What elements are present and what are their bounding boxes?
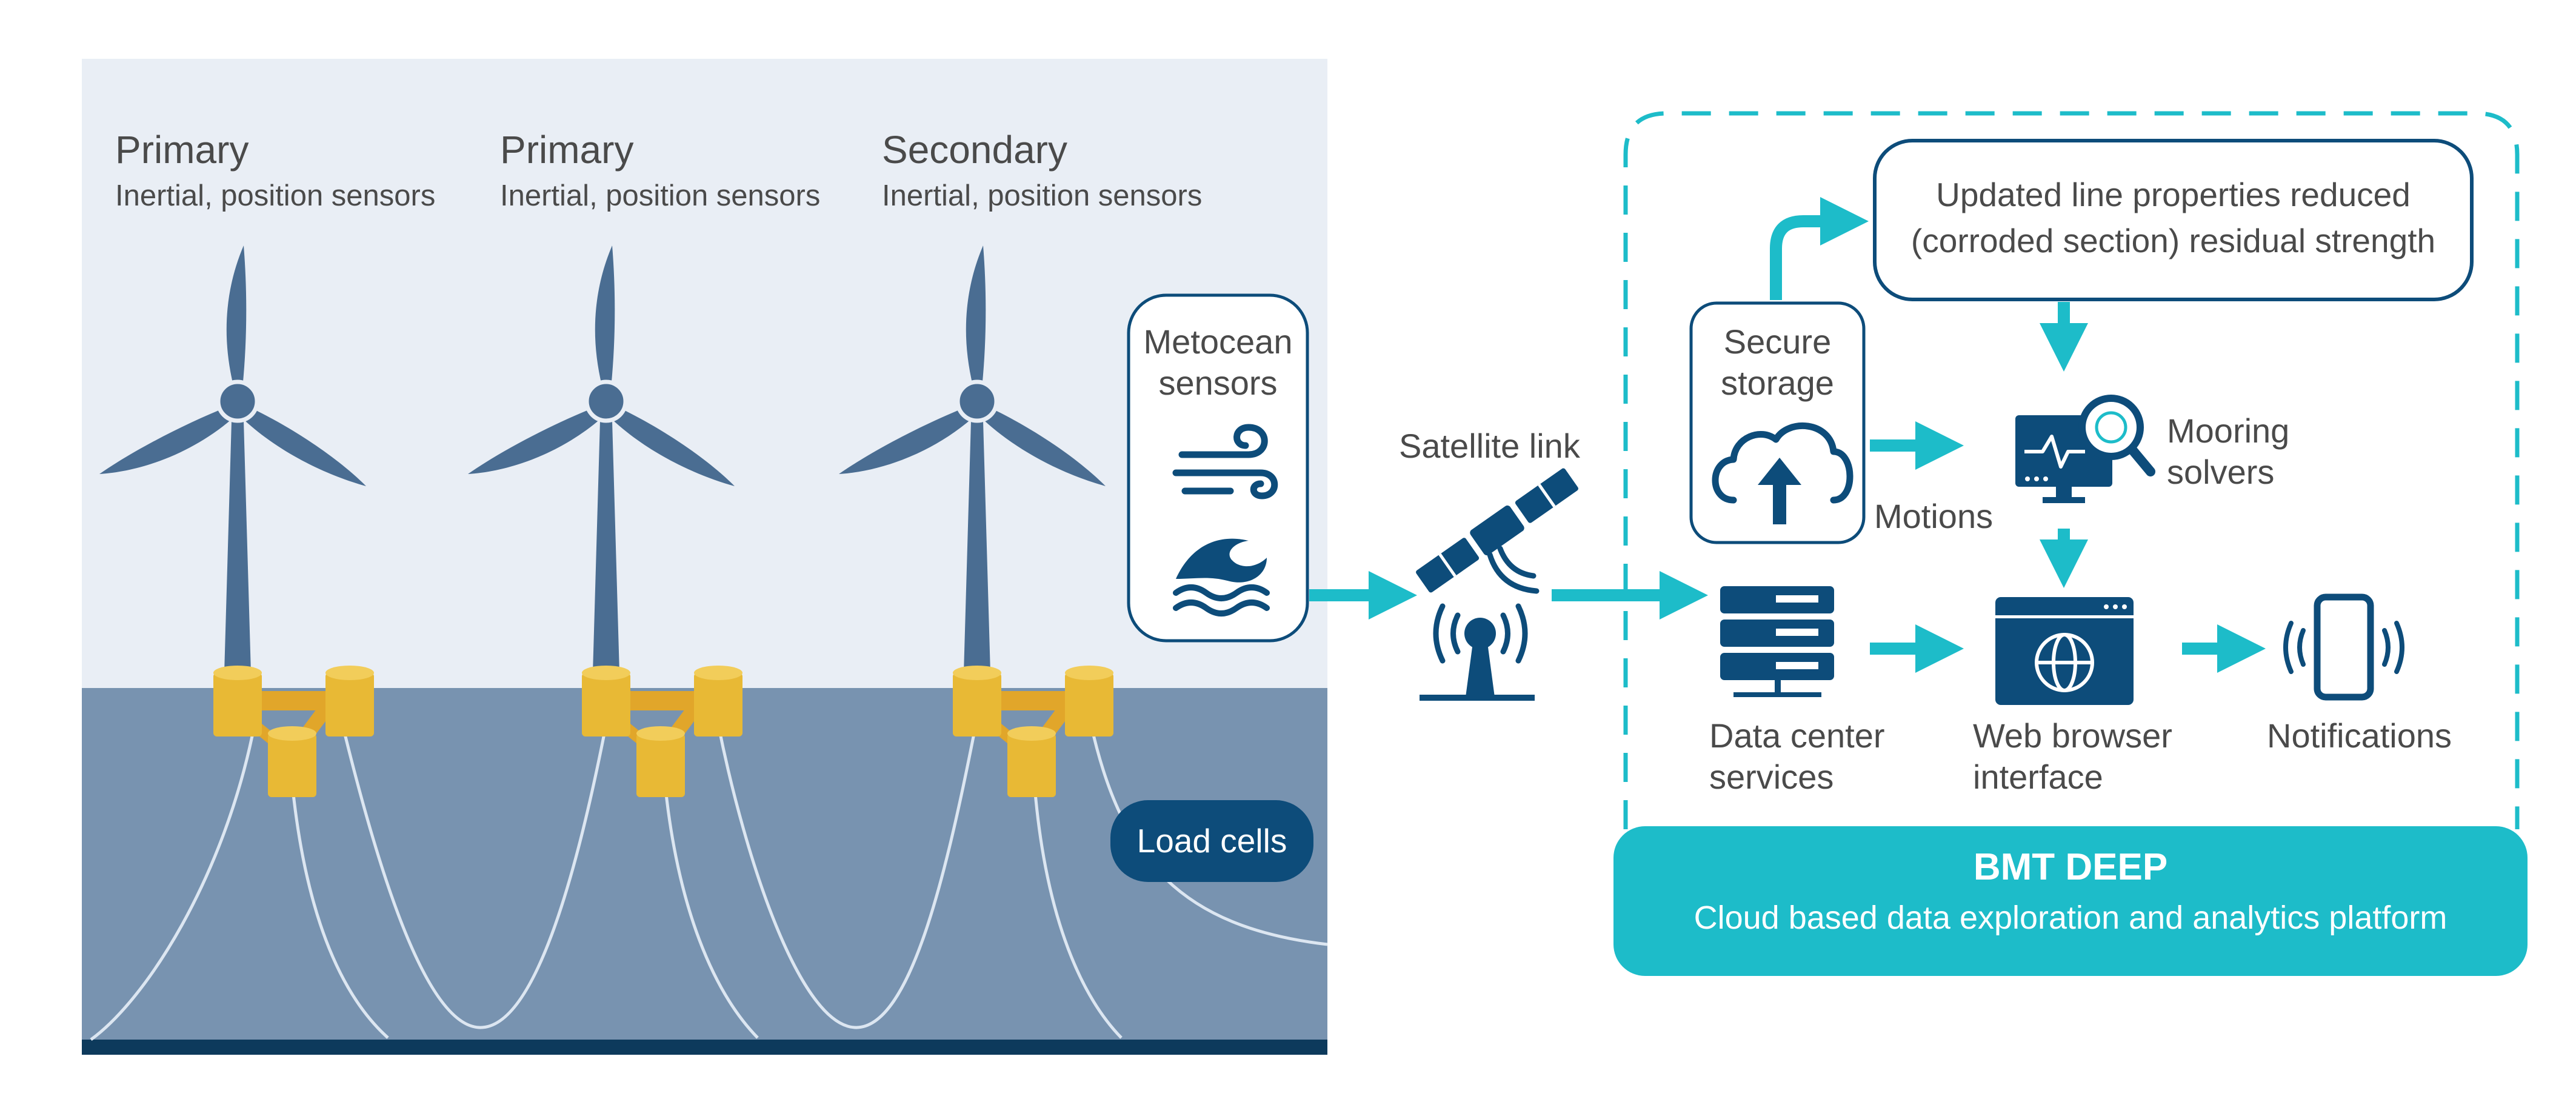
turbine-3-subtitle: Inertial, position sensors (882, 179, 1203, 212)
turbine-3-title: Secondary (882, 128, 1067, 172)
float-1 (213, 666, 374, 797)
web-browser-label: Web browser interface (1973, 716, 2172, 796)
motions-label: Motions (1874, 497, 1994, 535)
updated-properties-label: Updated line properties reduced (corrode… (1910, 176, 2436, 259)
turbine-1 (99, 246, 366, 673)
turbine-1-title: Primary (115, 128, 249, 172)
web-browser-icon (1995, 597, 2134, 705)
antenna-icon (1420, 603, 1535, 701)
metocean-label: Metocean sensors (1143, 322, 1293, 402)
load-cells-label: Load cells (1136, 822, 1287, 860)
mooring-lines (90, 724, 1328, 1041)
platform-banner (1613, 826, 2528, 976)
monitor-magnifier-icon (2015, 395, 2155, 503)
flow-arrows (1309, 197, 2266, 673)
mooring-solvers-label: Mooring solvers (2167, 412, 2290, 491)
satellite-label: Satellite link (1399, 427, 1580, 465)
load-cells-pill (1110, 800, 1313, 882)
sky-background (82, 59, 1327, 689)
data-center-label: Data center services (1709, 716, 1885, 796)
satellite-icon (1416, 468, 1578, 593)
wind-icon (1172, 424, 1278, 499)
platform-description: Cloud based data exploration and analyti… (1693, 900, 2448, 936)
float-3 (953, 666, 1113, 797)
turbine-1-subtitle: Inertial, position sensors (115, 179, 436, 212)
cloud-upload-icon (1712, 423, 1854, 524)
notifications-label: Notifications (2267, 716, 2452, 755)
turbine-2 (468, 246, 735, 673)
phone-notification-icon (2283, 593, 2404, 701)
platform-name: BMT DEEP (1973, 846, 2168, 888)
turbine-2-subtitle: Inertial, position sensors (500, 179, 821, 212)
satellite-signal (1487, 546, 1540, 594)
metocean-box (1127, 293, 1309, 643)
float-2 (582, 666, 742, 797)
secure-storage-box (1689, 301, 1866, 544)
server-rack-icon (1720, 586, 1834, 697)
turbine-2-title: Primary (500, 128, 634, 172)
turbine-3 (839, 246, 1106, 673)
platform-frame (1623, 111, 2520, 829)
updated-properties-box (1873, 139, 2474, 301)
wave-icon (1173, 538, 1270, 616)
seabed (82, 1040, 1327, 1055)
secure-storage-label: Secure storage (1721, 322, 1834, 402)
